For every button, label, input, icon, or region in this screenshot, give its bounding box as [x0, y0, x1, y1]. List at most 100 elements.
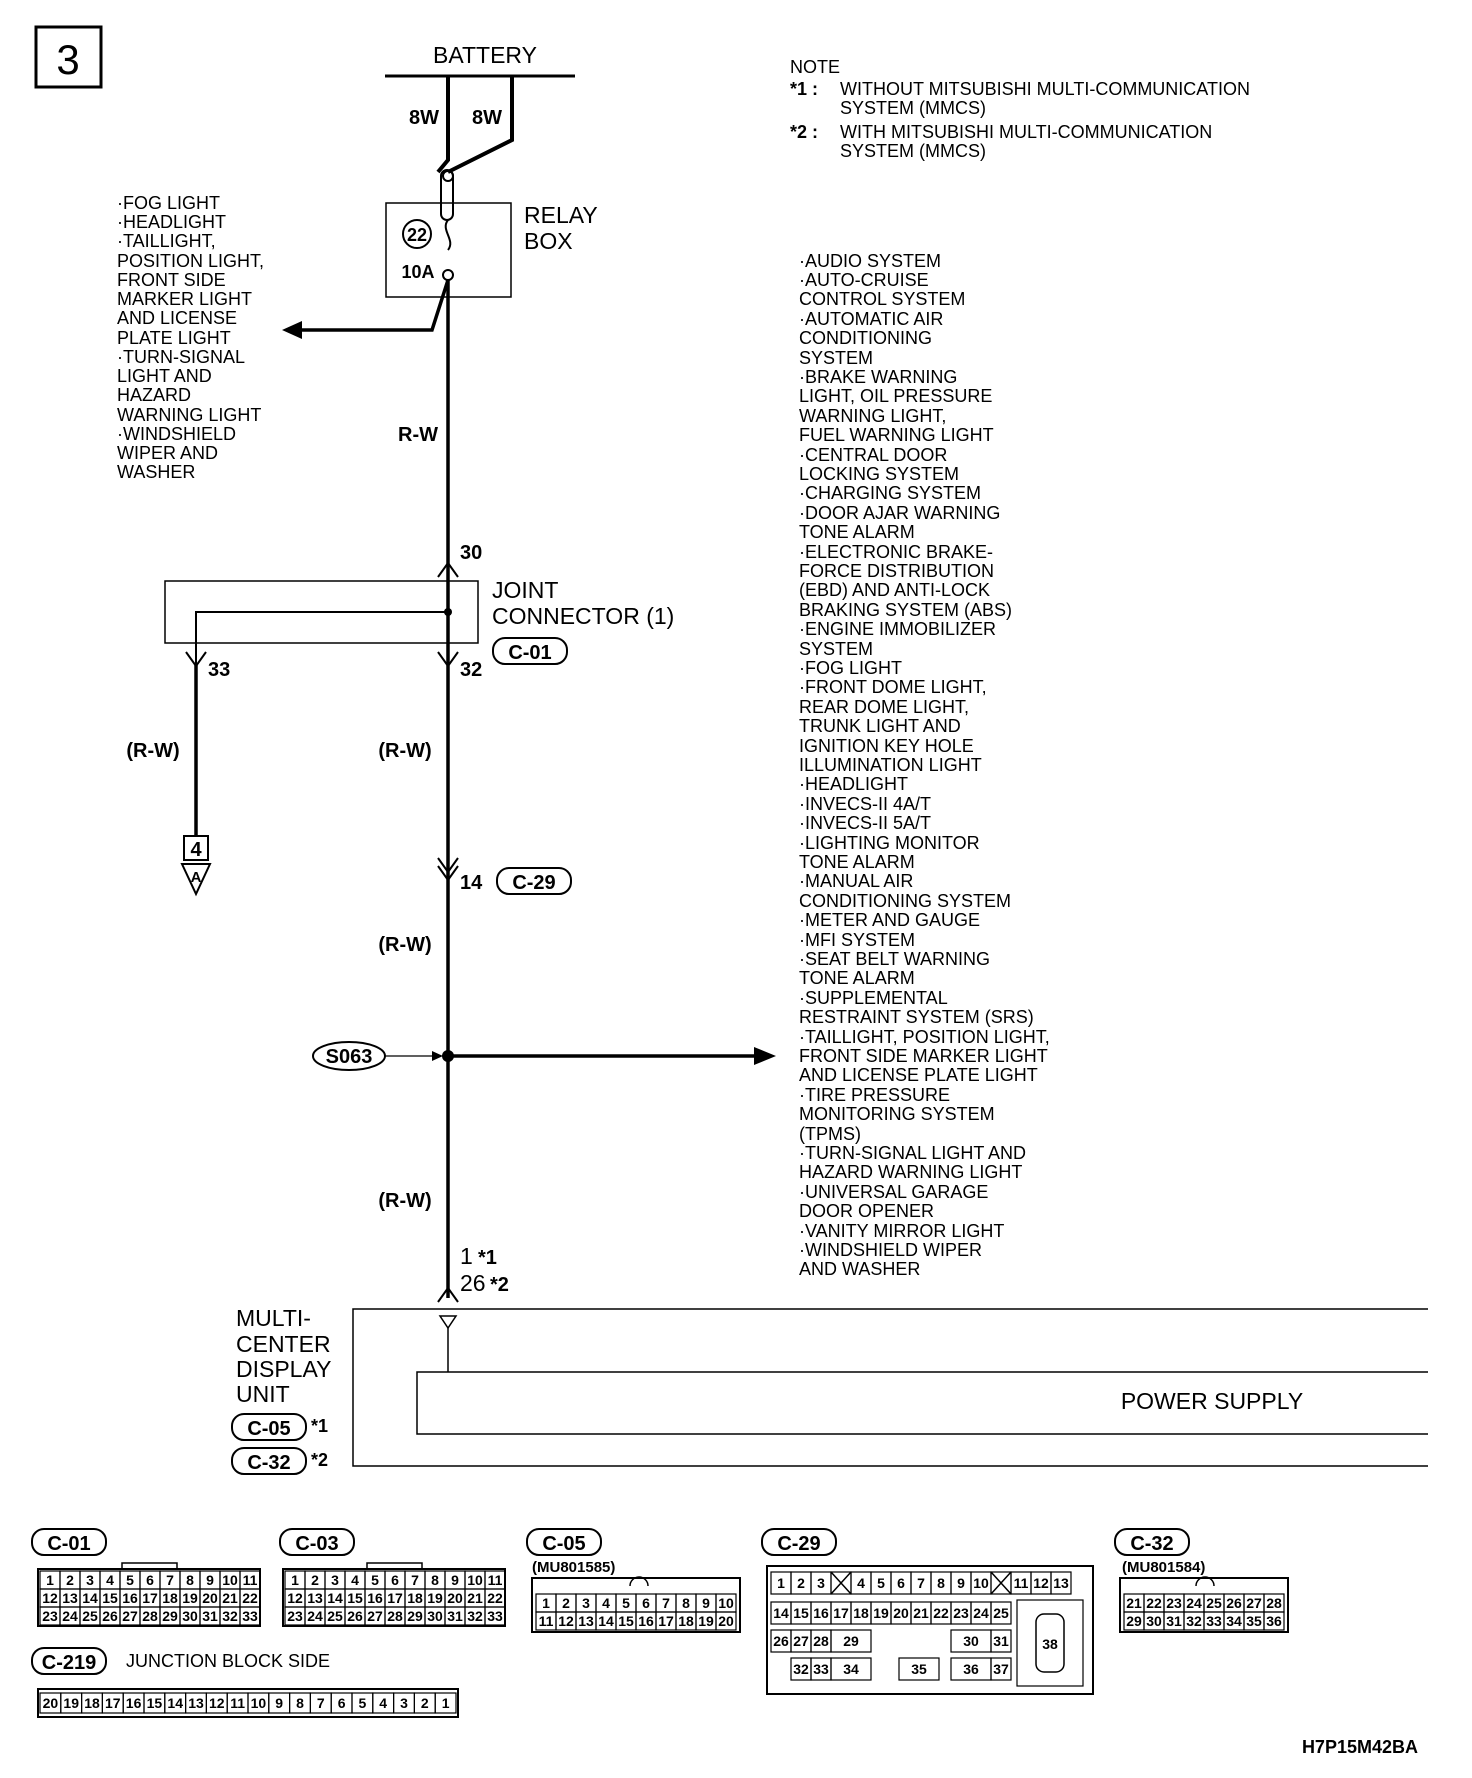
joint-pin-out-branch: 33 [208, 659, 230, 681]
pin-number: 30 [963, 1633, 979, 1649]
c32-view-tag [1114, 1528, 1190, 1556]
pin-number: 8 [296, 1695, 304, 1711]
pin-number: 32 [793, 1661, 809, 1677]
right-system-item: ·WINDSHIELD WIPER [799, 1240, 982, 1260]
right-system-item: RESTRAINT SYSTEM (SRS) [799, 1007, 1034, 1027]
pin-number: 18 [84, 1695, 100, 1711]
right-system-item: MONITORING SYSTEM [799, 1104, 995, 1124]
pin-number: 20 [718, 1613, 734, 1629]
pin-number: 20 [43, 1695, 59, 1711]
wire-color-segment-3: (R-W) [378, 934, 431, 956]
pin-number: 12 [287, 1590, 303, 1606]
right-system-item: CONDITIONING SYSTEM [799, 891, 1011, 911]
pin-number: 20 [202, 1590, 218, 1606]
pin-number: 13 [307, 1590, 323, 1606]
pin-number: 12 [558, 1613, 574, 1629]
pin-number: 3 [86, 1572, 94, 1588]
left-system-item: FRONT SIDE [117, 270, 226, 290]
pin-number: 9 [702, 1595, 710, 1611]
pin-number: 29 [162, 1608, 178, 1624]
joint-connector-id: C-01 [508, 642, 551, 664]
right-system-item: ·BRAKE WARNING [799, 367, 957, 387]
right-system-item: ·VANITY MIRROR LIGHT [799, 1221, 1004, 1241]
pin-number: 16 [813, 1605, 829, 1621]
fuse-element [444, 219, 452, 251]
branch-wire-color: (R-W) [126, 740, 179, 762]
fuse-terminal-bottom [442, 269, 454, 281]
branch-page-ref: 4 [190, 839, 202, 861]
pin-number: 3 [331, 1572, 339, 1588]
page-number: 3 [56, 36, 79, 83]
battery-label: BATTERY [433, 42, 537, 68]
pin-number: 34 [1226, 1613, 1242, 1629]
battery-wire-a [436, 76, 450, 174]
pin-number: 12 [209, 1695, 225, 1711]
pin-cell [239, 1606, 261, 1626]
right-system-item: CONTROL SYSTEM [799, 289, 965, 309]
left-system-item: WIPER AND [117, 443, 218, 463]
right-system-item: ·HEADLIGHT [799, 774, 908, 794]
c219-body [37, 1688, 459, 1718]
pin-number: 29 [407, 1608, 423, 1624]
pin-cell [434, 1692, 457, 1714]
pin-number: 20 [893, 1605, 909, 1621]
pin-number: 25 [1206, 1595, 1222, 1611]
right-system-item: ·DOOR AJAR WARNING [799, 503, 1000, 523]
pin-number: 23 [42, 1608, 58, 1624]
mcdu-pin-26-mark: *2 [490, 1274, 509, 1296]
pin-number: 13 [1053, 1575, 1069, 1591]
right-system-item: SYSTEM [799, 348, 873, 368]
c29-body [766, 1565, 1094, 1695]
pin-number: 13 [62, 1590, 78, 1606]
relay-box-label-2: BOX [524, 228, 573, 254]
pin-number: 21 [1126, 1595, 1142, 1611]
pin-number: 30 [182, 1608, 198, 1624]
c03-view-id: C-03 [295, 1533, 338, 1555]
pin-number: 10 [251, 1695, 267, 1711]
pin-number: 22 [1146, 1595, 1162, 1611]
pin-number: 37 [993, 1661, 1009, 1677]
pin-cell [990, 1657, 1012, 1681]
pin-number: 32 [222, 1608, 238, 1624]
pin-cell [990, 1629, 1012, 1653]
pin-number: 16 [367, 1590, 383, 1606]
pin-number: 4 [857, 1575, 865, 1591]
right-system-item: CONDITIONING [799, 328, 932, 348]
fuse-terminal-top [442, 170, 454, 182]
mcdu-pin-marker [437, 1286, 459, 1303]
right-system-item: LOCKING SYSTEM [799, 464, 959, 484]
right-system-item: BRAKING SYSTEM (ABS) [799, 600, 1012, 620]
mcdu-connector-tag-1 [231, 1413, 307, 1441]
pin-number: 2 [797, 1575, 805, 1591]
pin-number: 14 [598, 1613, 614, 1629]
pin-number: 15 [793, 1605, 809, 1621]
battery-wire-b-label: 8W [472, 107, 502, 129]
left-system-item: WASHER [117, 462, 195, 482]
figure-code: H7P15M42BA [1302, 1737, 1418, 1757]
pin-number: 32 [467, 1608, 483, 1624]
pin-number: 22 [933, 1605, 949, 1621]
right-system-item: ·INVECS-II 4A/T [799, 794, 931, 814]
pin-number: 5 [359, 1695, 367, 1711]
blank-pin-cross [830, 1571, 852, 1595]
pin-number: 25 [993, 1605, 1009, 1621]
mcdu-connector-id-2: C-32 [247, 1452, 290, 1474]
right-system-item: ·INVECS-II 5A/T [799, 813, 931, 833]
note-mark-2: *2 : [790, 122, 818, 142]
mcdu-box [352, 1308, 1428, 1467]
c32-shell [1119, 1577, 1289, 1633]
c03-view-tag [279, 1528, 355, 1556]
right-system-item: HAZARD WARNING LIGHT [799, 1162, 1022, 1182]
pin-number: 27 [793, 1633, 809, 1649]
pin-number: 15 [618, 1613, 634, 1629]
left-system-item: PLATE LIGHT [117, 328, 231, 348]
note-2-line-2: SYSTEM (MMCS) [840, 141, 986, 161]
right-system-item: (TPMS) [799, 1124, 861, 1144]
pin-number: 17 [833, 1605, 849, 1621]
pin-number: 24 [62, 1608, 78, 1624]
pin-number: 6 [642, 1595, 650, 1611]
pin-number: 26 [1226, 1595, 1242, 1611]
